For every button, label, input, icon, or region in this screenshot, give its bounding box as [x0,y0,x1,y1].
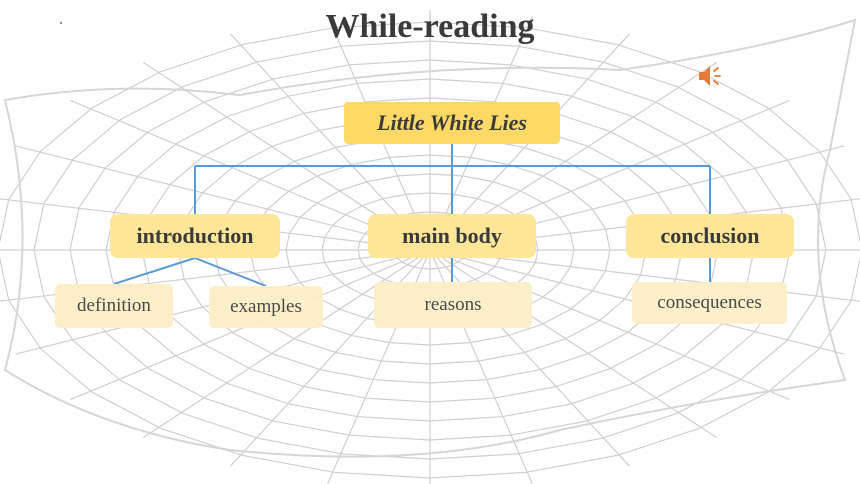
section-node-introduction: introduction [110,214,280,258]
slide-title: While-reading [325,8,535,45]
leaf-node-consequences: consequences [632,282,787,324]
leaf-node-reasons: reasons [374,282,532,328]
root-node: Little White Lies [344,102,560,144]
leaf-node-definition: definition [55,284,173,328]
leaf-node-examples: examples [209,286,323,328]
section-node-main-body: main body [368,214,536,258]
section-node-conclusion: conclusion [626,214,794,258]
speaker-icon[interactable] [696,62,724,90]
stray-dot [60,22,62,24]
